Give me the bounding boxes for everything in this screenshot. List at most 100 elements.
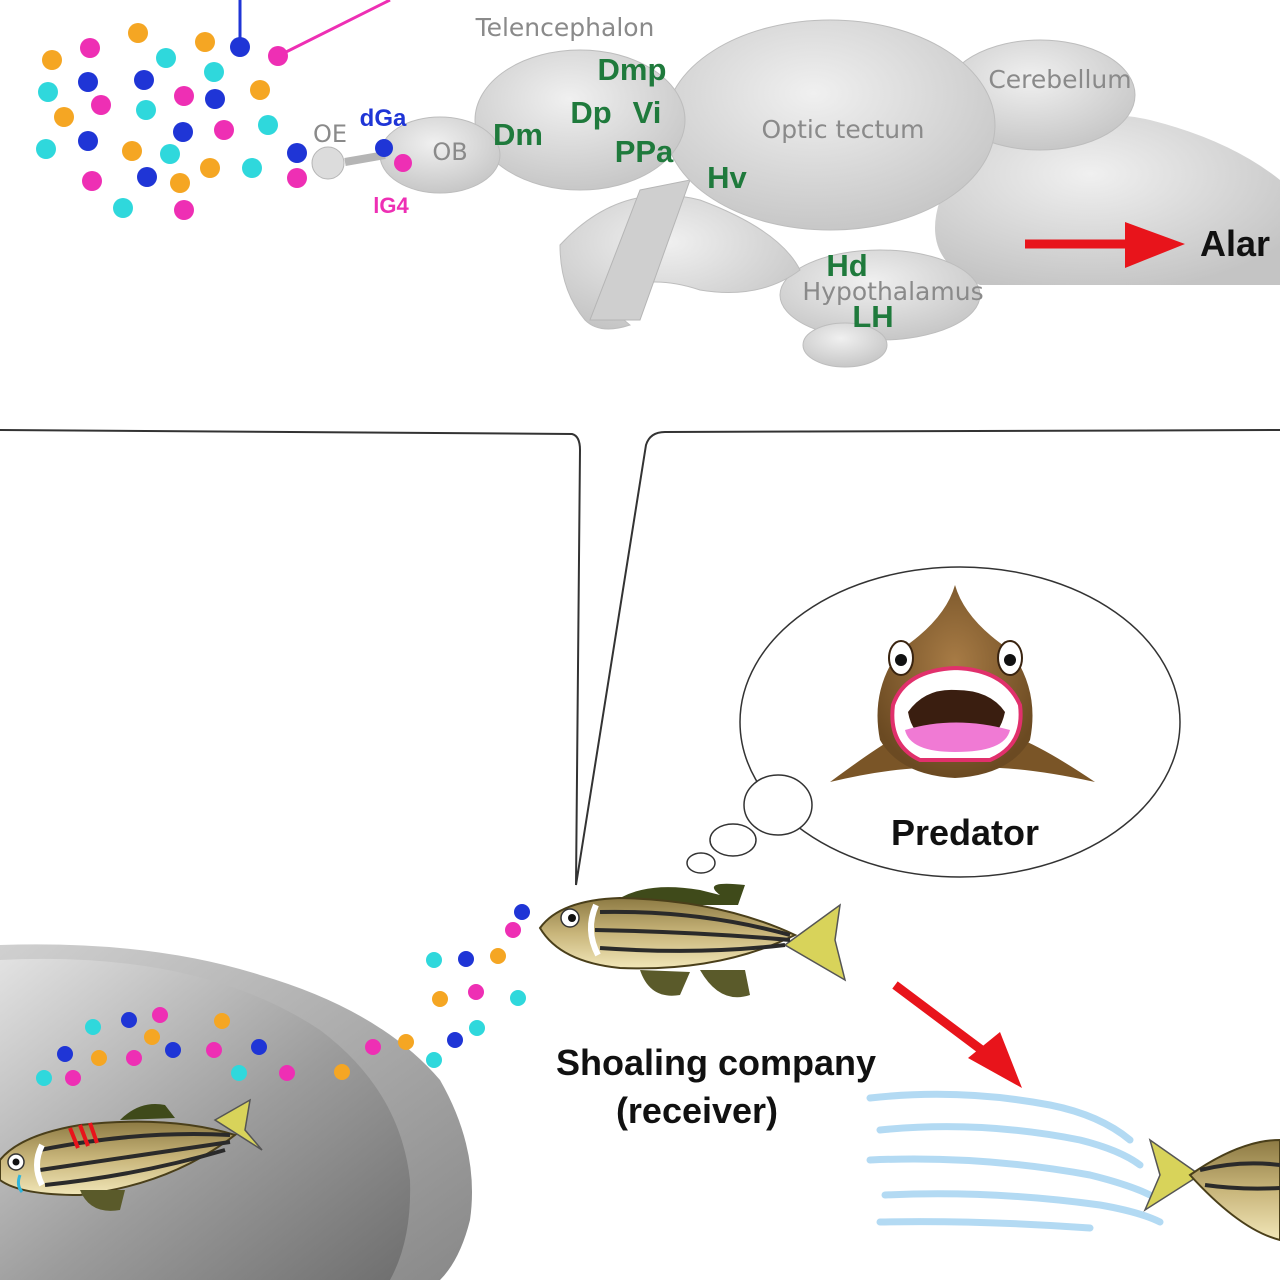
odor-dot-bottom bbox=[144, 1029, 160, 1045]
receiver-fish-stripe-2 bbox=[594, 928, 791, 942]
olfactory-nerve bbox=[344, 151, 386, 166]
odor-dot-top bbox=[80, 38, 100, 58]
optic-tract-shape bbox=[589, 179, 691, 321]
receiver-fish-pelvic-fin bbox=[640, 970, 690, 996]
ob-label: OB bbox=[432, 138, 467, 166]
odor-dot-bottom bbox=[214, 1013, 230, 1029]
odor-dot-top bbox=[42, 50, 62, 70]
alarm-output-label: Alar bbox=[1200, 223, 1270, 264]
receiver-fish-tail bbox=[783, 903, 847, 982]
odor-dot-top bbox=[174, 86, 194, 106]
odor-dot-bottom bbox=[152, 1007, 168, 1023]
odor-dot-top bbox=[204, 62, 224, 82]
odor-dot-bottom bbox=[85, 1019, 101, 1035]
projection-line-magenta bbox=[277, 0, 391, 58]
tank-front-shape bbox=[0, 958, 411, 1280]
cerebellum-label: Cerebellum bbox=[988, 65, 1131, 94]
odor-dot-bottom bbox=[57, 1046, 73, 1062]
escaping-fish bbox=[1143, 1138, 1280, 1242]
odor-dot-top bbox=[128, 23, 148, 43]
escape-arrow-head bbox=[968, 1032, 1022, 1088]
brain-schematic: Telencephalon Cerebellum Optic tectum OE… bbox=[238, 0, 1280, 368]
sender-fish-pelvic-fin bbox=[80, 1190, 125, 1211]
receiver-fish bbox=[538, 883, 847, 998]
escape-arrow-shaft bbox=[892, 981, 998, 1064]
sender-fish-stripe-2 bbox=[39, 1140, 231, 1172]
odor-dot-top bbox=[156, 48, 176, 68]
odor-dot-bottom bbox=[65, 1070, 81, 1086]
odor-dot-top bbox=[38, 82, 58, 102]
odor-dot-top bbox=[160, 144, 180, 164]
shark-pupil-left bbox=[895, 654, 907, 666]
odor-dot-top bbox=[230, 37, 250, 57]
thought-bubble: Predator bbox=[686, 566, 1181, 878]
diencephalon-shape bbox=[559, 194, 801, 330]
odor-dot-top bbox=[250, 80, 270, 100]
odor-dot-bottom bbox=[126, 1050, 142, 1066]
escaping-fish-tail bbox=[1143, 1138, 1202, 1212]
optic-tectum-label: Optic tectum bbox=[762, 115, 925, 144]
odor-cloud-receiver bbox=[426, 904, 530, 1048]
shark-tongue bbox=[905, 722, 1010, 752]
odor-dot-top bbox=[54, 107, 74, 127]
odor-dot-bottom bbox=[334, 1064, 350, 1080]
odor-dot-bottom bbox=[279, 1065, 295, 1081]
odor-cloud-top bbox=[36, 23, 307, 220]
odor-dot-top bbox=[200, 158, 220, 178]
receiver-fish-gill bbox=[588, 903, 601, 957]
odor-dot-bottom bbox=[365, 1039, 381, 1055]
odor-dot-top bbox=[195, 32, 215, 52]
thought-bubble-puff-medium bbox=[709, 823, 757, 857]
telencephalon-label: Telencephalon bbox=[475, 13, 655, 42]
sender-fish-wound bbox=[68, 1122, 99, 1149]
odor-dot-receiver bbox=[468, 984, 484, 1000]
odor-dot-bottom bbox=[398, 1034, 414, 1050]
water-turbulence bbox=[866, 1090, 1164, 1232]
odor-dot-top bbox=[287, 168, 307, 188]
odor-dot-top bbox=[258, 115, 278, 135]
telencephalon-shape bbox=[474, 49, 686, 191]
odor-dot-top bbox=[287, 143, 307, 163]
ppa-label: PPa bbox=[615, 134, 674, 169]
sender-fish-stripe-1 bbox=[39, 1132, 231, 1152]
thought-bubble-puff-small bbox=[686, 852, 716, 874]
receiver-fish-stripe-3 bbox=[599, 943, 786, 953]
sender-fish-dorsal-fin bbox=[120, 1104, 175, 1120]
oe-label: OE bbox=[313, 120, 347, 148]
odor-dot-receiver bbox=[447, 1032, 463, 1048]
odor-cloud-bottom bbox=[36, 1007, 442, 1086]
odor-dot-top bbox=[91, 95, 111, 115]
predator-label: Predator bbox=[891, 812, 1039, 853]
hindbrain-shape bbox=[935, 114, 1280, 286]
receiver-fish-pupil bbox=[568, 914, 576, 922]
sender-fish-tail bbox=[213, 1098, 263, 1151]
odor-dot-top bbox=[78, 131, 98, 151]
odor-dot-top bbox=[174, 200, 194, 220]
odor-dot-bottom bbox=[206, 1042, 222, 1058]
odor-dot-top bbox=[137, 167, 157, 187]
receiver-label-line1: Shoaling company bbox=[556, 1042, 876, 1083]
receiver-label-line2: (receiver) bbox=[616, 1090, 778, 1131]
receptor-dot-magenta bbox=[394, 154, 412, 172]
sender-fish-pupil bbox=[12, 1158, 20, 1166]
odor-dot-receiver bbox=[514, 904, 530, 920]
receiver-fish-stripe-1 bbox=[599, 909, 791, 937]
output-arrow-head bbox=[1125, 222, 1185, 268]
odor-dot-bottom bbox=[231, 1065, 247, 1081]
odor-dot-receiver bbox=[469, 1020, 485, 1036]
escaping-fish-stripe-2 bbox=[1204, 1183, 1280, 1191]
odor-dot-receiver bbox=[490, 948, 506, 964]
odor-dot-bottom bbox=[426, 1052, 442, 1068]
hd-label: Hd bbox=[826, 248, 867, 283]
dp-label: Dp bbox=[570, 95, 611, 130]
dm-label: Dm bbox=[493, 117, 543, 152]
receiver-fish-anal-fin bbox=[700, 970, 750, 998]
odor-dot-bottom bbox=[251, 1039, 267, 1055]
olfactory-epithelium-shape bbox=[311, 146, 345, 180]
hypothalamus-label: Hypothalamus bbox=[802, 277, 983, 306]
odor-dot-top bbox=[82, 171, 102, 191]
odor-dot-top bbox=[136, 100, 156, 120]
odor-dot-bottom bbox=[165, 1042, 181, 1058]
lg4-label: lG4 bbox=[373, 193, 409, 218]
